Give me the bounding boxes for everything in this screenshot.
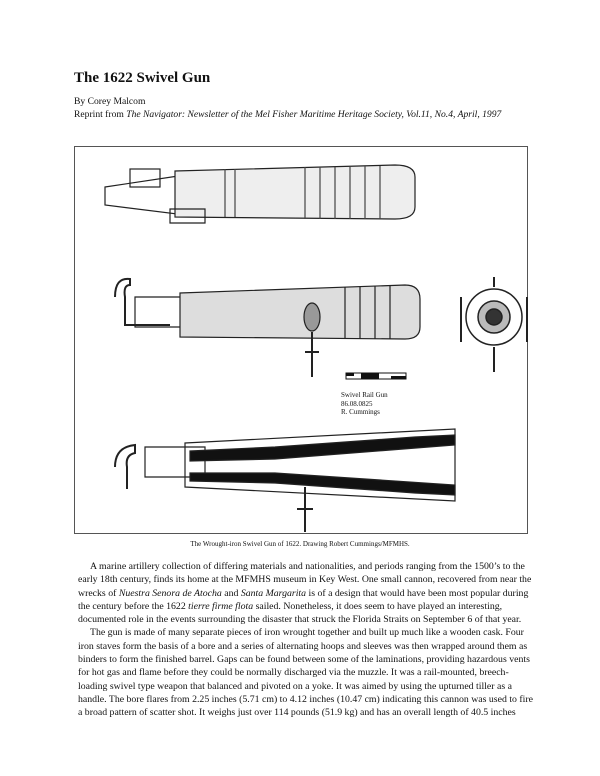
- cannon-top-view: [104, 164, 416, 224]
- figure-frame: Swivel Rail Gun 86.08.0825 R. Cummings: [74, 146, 528, 534]
- cannon-cross-section: [114, 428, 456, 532]
- figure-caption: The Wrought-iron Swivel Gun of 1622. Dra…: [190, 540, 410, 548]
- text: sailed. Nonetheless, it does seem to hav…: [78, 600, 522, 626]
- text: A marine artillery collection of differi…: [78, 561, 532, 599]
- reprint-prefix: Reprint from: [74, 108, 127, 120]
- label-line: Swivel Rail Gun: [341, 391, 388, 399]
- source-title: The Navigator: Newsletter of the Mel Fis…: [126, 108, 502, 120]
- text: and: [221, 587, 241, 599]
- text: is of a design that would have been most…: [78, 587, 529, 612]
- label-line: R. Cummings: [341, 408, 380, 416]
- fleet-name: tierre firme flota: [188, 600, 254, 612]
- ship-name: Santa Margarita: [240, 587, 307, 599]
- byline: By Corey Malcom Reprint from The Navigat…: [74, 96, 544, 121]
- cannon-front-view: [460, 277, 528, 372]
- ship-name: Nuestra Senora de Atocha: [118, 587, 222, 599]
- cannon-drawings: [104, 164, 528, 532]
- paragraph-2: The gun is made of many separate pieces …: [78, 627, 533, 719]
- label-line: 86.08.0825: [341, 399, 373, 408]
- drawing-label: Swivel Rail Gun 86.08.0825 R. Cummings: [341, 391, 388, 417]
- reprint-source: Reprint from The Navigator: Newsletter o…: [74, 109, 544, 122]
- paragraph-1: A marine artillery collection of differi…: [78, 560, 538, 626]
- cannon-side-view: [114, 277, 421, 377]
- page-title: The 1622 Swivel Gun: [74, 70, 211, 86]
- article-body: A marine artillery collection of differi…: [78, 560, 538, 720]
- author: By Corey Malcom: [74, 96, 146, 107]
